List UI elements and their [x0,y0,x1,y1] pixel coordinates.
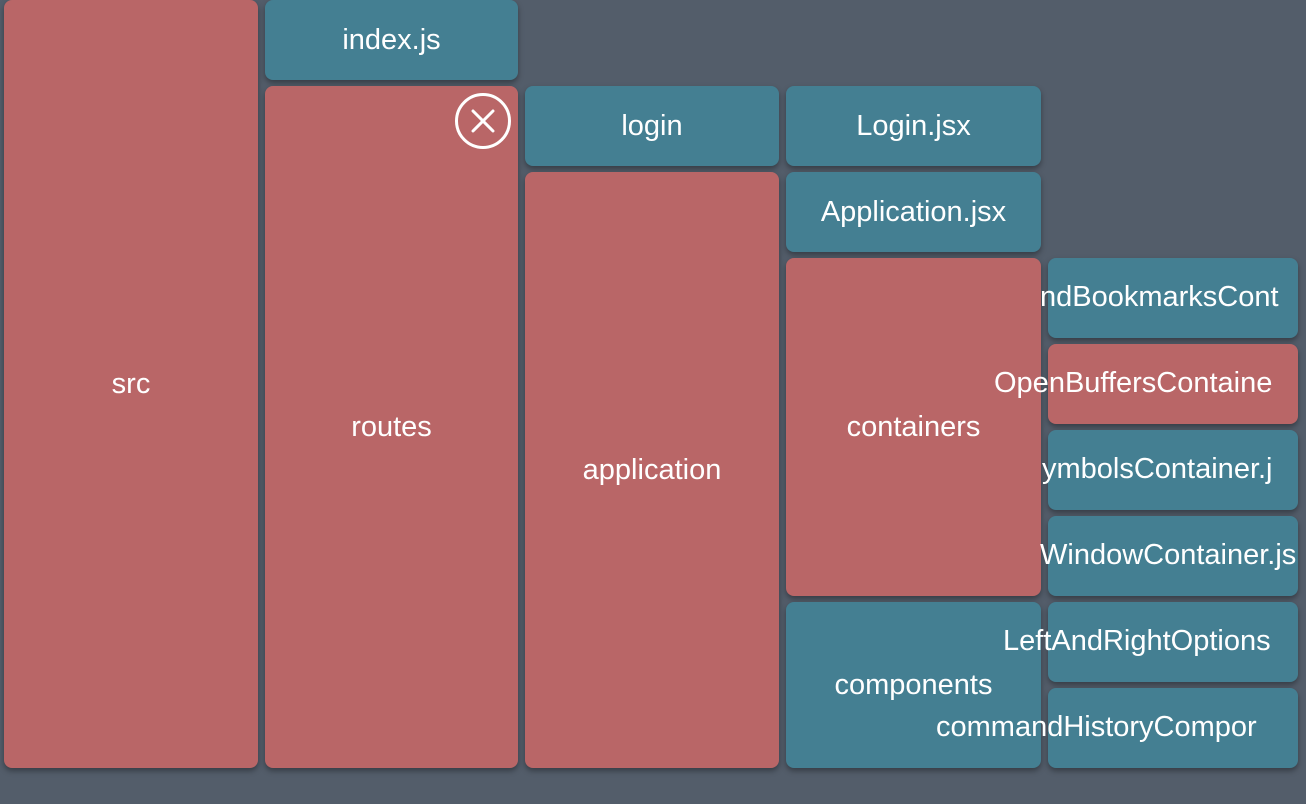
folder-login-label: login [621,109,683,142]
folder-login[interactable]: login [525,86,779,166]
file-login-jsx-label: Login.jsx [856,109,971,142]
folder-containers[interactable]: containers [786,258,1041,596]
file-symbols-container[interactable] [1048,430,1298,510]
file-command-history-component[interactable] [1048,688,1298,768]
file-login-jsx[interactable]: Login.jsx [786,86,1041,166]
folder-containers-label: containers [846,410,981,443]
folder-routes[interactable]: routes [265,86,518,768]
folder-components[interactable]: components [786,602,1041,768]
file-application-jsx[interactable]: Application.jsx [786,172,1041,252]
folder-src-label: src [111,367,151,400]
close-icon[interactable] [455,93,511,149]
file-left-right-options[interactable] [1048,602,1298,682]
file-window-container[interactable] [1048,516,1298,596]
folder-components-label: components [834,668,993,701]
file-application-jsx-label: Application.jsx [820,195,1007,228]
file-index-js-label: index.js [342,23,441,56]
folder-application[interactable]: application [525,172,779,768]
folder-open-buffers-container[interactable] [1048,344,1298,424]
file-index-js[interactable]: index.js [265,0,518,80]
folder-routes-label: routes [351,410,432,443]
folder-application-label: application [582,453,722,486]
folder-src[interactable]: src [4,0,258,768]
file-bookmarks-container[interactable] [1048,258,1298,338]
